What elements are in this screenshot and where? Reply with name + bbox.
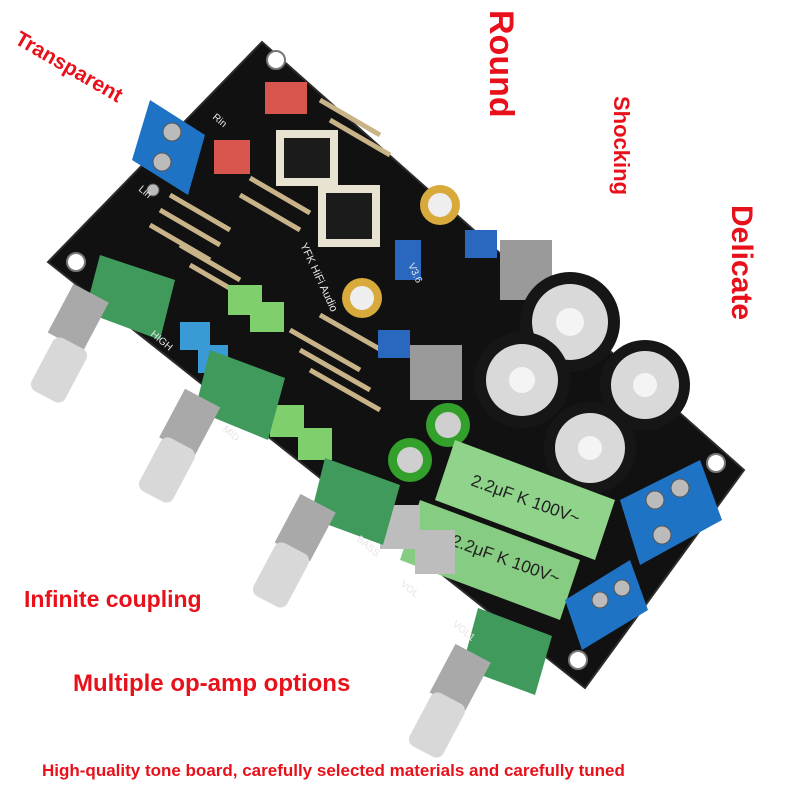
power-terminal-block (620, 460, 722, 565)
red-capacitor (214, 140, 250, 174)
green-electrolytic-capacitor (426, 403, 470, 447)
opamp-chip (318, 185, 380, 247)
potentiometer-high (28, 255, 175, 406)
knob-shaft[interactable] (28, 335, 90, 406)
film-capacitor (298, 428, 332, 460)
potentiometer-mid (136, 350, 285, 506)
trimmer-pot (465, 230, 497, 258)
ceramic-capacitor (395, 240, 421, 280)
opamp-chip (276, 130, 338, 186)
large-electrolytic-capacitor (600, 340, 690, 430)
caption-shocking: Shocking (609, 96, 634, 196)
silkscreen-vol: VOL (398, 579, 421, 601)
switch-block (415, 530, 455, 574)
large-film-capacitor (435, 440, 615, 560)
caption-round: Round (482, 10, 520, 118)
mounting-hole (66, 252, 86, 272)
knob-shaft[interactable] (250, 540, 312, 611)
voltage-regulator-heatsink (410, 345, 462, 400)
large-electrolytic-capacitor (544, 402, 636, 494)
small-electrolytic-capacitor (420, 185, 460, 225)
red-capacitor (265, 82, 307, 114)
knob-shaft[interactable] (136, 435, 198, 506)
green-electrolytic-capacitor (388, 438, 432, 482)
knob-shaft[interactable] (406, 690, 468, 761)
potentiometer-vol (406, 608, 552, 761)
caption-delicate: Delicate (725, 205, 758, 321)
large-electrolytic-capacitor (474, 332, 570, 428)
mounting-hole (266, 50, 286, 70)
caption-op-amp: Multiple op-amp options (73, 670, 351, 697)
output-terminal-block (565, 560, 648, 650)
caption-infinite-coupling: Infinite coupling (24, 586, 202, 612)
film-capacitor (250, 302, 284, 332)
small-electrolytic-capacitor (342, 278, 382, 318)
mounting-hole (706, 453, 726, 473)
potentiometer-bass (250, 458, 400, 611)
trimmer-pot (378, 330, 410, 358)
mounting-hole (568, 650, 588, 670)
caption-bottom-line: High-quality tone board, carefully selec… (42, 761, 625, 780)
input-terminal-block (132, 100, 205, 197)
